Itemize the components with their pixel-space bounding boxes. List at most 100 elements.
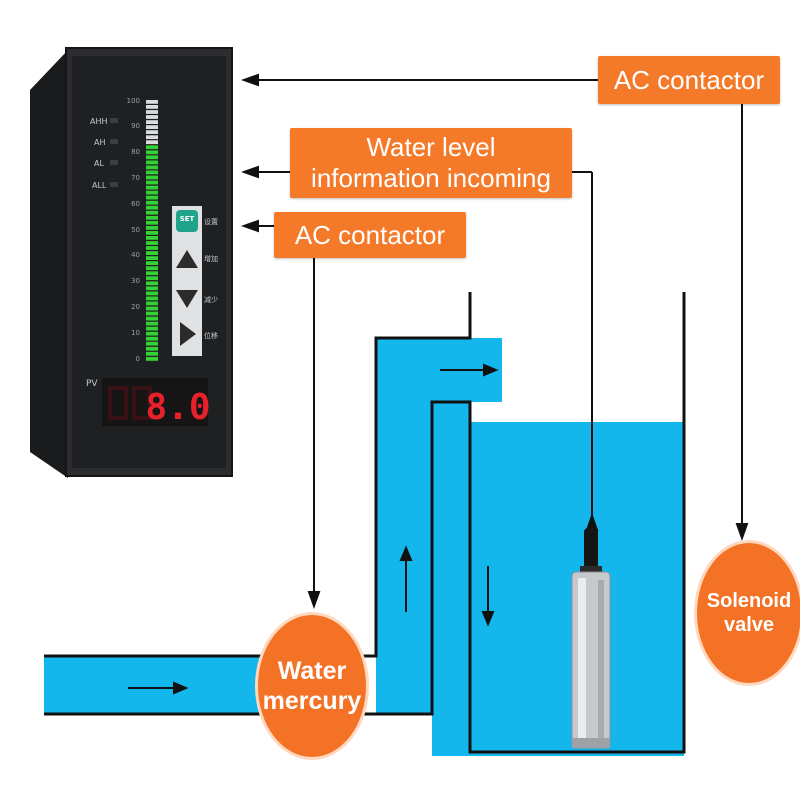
ac-contactor-top-label: AC contactor [598, 56, 780, 104]
bar-segment-unlit [146, 135, 158, 140]
bar-segment-lit [146, 155, 158, 160]
bar-segment-lit [146, 195, 158, 200]
alarm-label-al: AL [94, 159, 104, 168]
set-button[interactable]: SET [176, 210, 198, 232]
pv-value: 8.0 [145, 387, 210, 428]
ac-contactor-top-text: AC contactor [613, 65, 765, 95]
alarm-leds [110, 118, 118, 187]
bar-segment-lit [146, 256, 158, 260]
bar-segment-lit [146, 271, 158, 276]
bar-segment-lit [146, 205, 158, 210]
signal-lines [241, 73, 749, 609]
bar-segment-lit [146, 150, 158, 155]
bar-segment-lit [146, 336, 158, 341]
solenoid-line1: Solenoid [706, 590, 792, 612]
shift-button[interactable] [180, 322, 196, 346]
tick-label: 90 [131, 122, 140, 130]
bar-segment-lit [146, 226, 158, 230]
bar-segment-lit [146, 170, 158, 175]
tick-label: 20 [131, 303, 140, 311]
up-arrow-icon [176, 250, 198, 268]
pv-dim-digits [108, 386, 152, 420]
bar-segment-lit [146, 190, 158, 195]
bar-segment-lit [146, 210, 158, 215]
right-arrow-icon [180, 322, 196, 346]
bar-segment-lit [146, 165, 158, 170]
alarm-label-ahh: AHH [90, 117, 108, 126]
alarm-labels: AHH AH AL ALL [90, 117, 108, 190]
up-button[interactable] [176, 250, 198, 268]
label-shift-cn: 位移 [204, 331, 218, 340]
bar-segment-lit [146, 215, 158, 220]
bar-segment-unlit [146, 115, 158, 119]
scale-tick-labels: 100 90 80 70 60 50 40 30 20 10 0 [127, 97, 140, 363]
bar-segment-lit [146, 185, 158, 190]
label-set-cn: 设置 [204, 217, 218, 226]
bar-segment-lit [146, 281, 158, 286]
bar-segment-lit [146, 291, 158, 296]
bar-segment-lit [146, 306, 158, 311]
tick-label: 100 [127, 97, 140, 105]
bar-segment-lit [146, 276, 158, 281]
ac-contactor-mid-text: AC contactor [294, 220, 446, 250]
level-bar-graph [146, 100, 158, 361]
water-level-info-label: Water level information incoming [290, 128, 572, 198]
bar-segment-lit [146, 301, 158, 306]
down-button[interactable] [176, 290, 198, 308]
bar-segment-lit [146, 236, 158, 240]
tick-label: 50 [131, 226, 140, 234]
bar-segment-lit [146, 331, 158, 336]
bar-segment-lit [146, 180, 158, 185]
water-level-line1: Water level [366, 132, 496, 162]
bar-segment-lit [146, 220, 158, 225]
solenoid-line2: valve [723, 614, 775, 636]
tick-label: 10 [131, 329, 140, 337]
tick-label: 40 [131, 251, 140, 259]
tick-label: 70 [131, 174, 140, 182]
pv-label: PV [86, 379, 98, 389]
bar-segment-unlit [146, 105, 158, 109]
set-button-label: SET [180, 215, 195, 223]
bar-segment-unlit [146, 120, 158, 124]
bar-segment-lit [146, 200, 158, 205]
bar-segment-unlit [146, 125, 158, 129]
ac-contactor-mid-label: AC contactor [274, 212, 466, 258]
bar-segment-lit [146, 241, 158, 245]
tick-label: 60 [131, 200, 140, 208]
water-mercury-line2: mercury [262, 687, 362, 715]
level-sensor-probe [571, 528, 611, 749]
bar-segment-lit [146, 346, 158, 351]
bar-segment-lit [146, 231, 158, 235]
tick-label: 80 [131, 148, 140, 156]
solenoid-valve-circle: Solenoid valve [694, 540, 800, 686]
bar-segment-lit [146, 357, 158, 361]
water-mercury-circle: Water mercury [255, 612, 369, 760]
bar-segment-unlit [146, 140, 158, 145]
bar-segment-lit [146, 160, 158, 165]
downcomer-pipe [432, 402, 470, 756]
bar-segment-lit [146, 246, 158, 250]
alarm-label-ah: AH [94, 138, 106, 147]
label-increase-cn: 增加 [204, 254, 218, 263]
bar-segment-lit [146, 286, 158, 291]
bar-segment-unlit [146, 130, 158, 134]
level-controller-instrument: 100 90 80 70 60 50 40 30 20 10 0 AHH AH … [30, 47, 233, 478]
alarm-label-all: ALL [92, 181, 107, 190]
bar-segment-unlit [146, 110, 158, 114]
button-function-labels: 设置 增加 减少 位移 [204, 217, 218, 340]
tick-label: 30 [131, 277, 140, 285]
bar-segment-lit [146, 261, 158, 265]
label-decrease-cn: 减少 [204, 295, 218, 304]
instrument-side [30, 50, 68, 478]
bar-segment-lit [146, 311, 158, 316]
bar-segment-lit [146, 266, 158, 271]
bar-segment-lit [146, 296, 158, 301]
bar-segment-lit [146, 251, 158, 255]
bar-segment-lit [146, 316, 158, 321]
down-arrow-icon [176, 290, 198, 308]
bar-segment-unlit [146, 100, 158, 104]
water-level-line2: information incoming [311, 163, 551, 193]
water-mercury-line1: Water [277, 657, 347, 685]
